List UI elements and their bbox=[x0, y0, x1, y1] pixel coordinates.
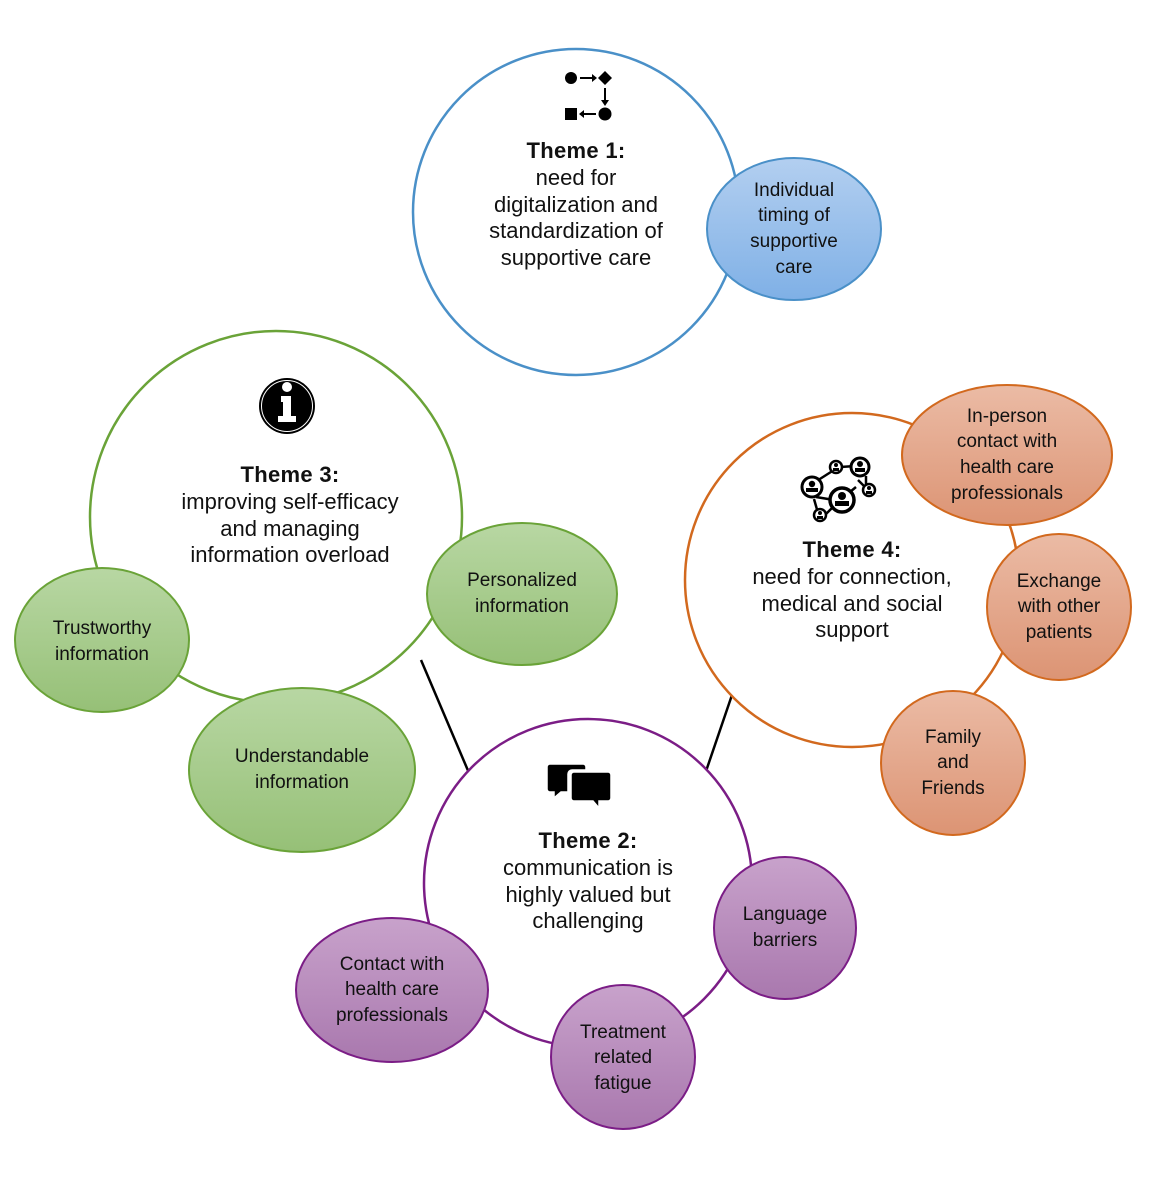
subtheme-text: with other bbox=[1017, 596, 1101, 618]
theme4-subtheme-label: Exchange with other patients bbox=[992, 566, 1126, 648]
flowchart-process-icon bbox=[565, 71, 612, 121]
subtheme-text: barriers bbox=[752, 930, 818, 951]
network-people-icon bbox=[800, 456, 877, 523]
theme2-description-line: highly valued but bbox=[505, 881, 671, 907]
subtheme-text: Treatment bbox=[580, 1021, 666, 1043]
theme3-description-line: improving self-efficacy bbox=[181, 488, 399, 514]
theme4-label: Theme 4: need for connection, medical an… bbox=[712, 537, 992, 644]
subtheme-text: health care bbox=[344, 979, 439, 1001]
theme2-subtheme-label: Treatment related fatigue bbox=[556, 1017, 690, 1099]
theme3-subtheme-label: Trustworthy information bbox=[20, 614, 184, 670]
information-icon bbox=[259, 378, 315, 434]
theme2-description-line: challenging bbox=[532, 908, 644, 934]
subtheme-text: Understandable bbox=[234, 746, 370, 768]
theme4-description-line: need for connection, bbox=[752, 563, 952, 589]
subtheme-text: Exchange bbox=[1016, 570, 1102, 592]
theme2-subtheme-bubble bbox=[550, 984, 696, 1130]
theme4-subtheme-label: In-person contact with health care profe… bbox=[912, 402, 1102, 508]
subtheme-text: health care bbox=[959, 457, 1054, 478]
theme4-title: Theme 4: bbox=[802, 537, 902, 562]
subtheme-text: fatigue bbox=[594, 1072, 652, 1094]
subtheme-text: information bbox=[55, 644, 149, 665]
theme3-subtheme-label: Personalized information bbox=[432, 566, 612, 622]
subtheme-text: Individual bbox=[753, 179, 835, 201]
subtheme-text: professionals bbox=[336, 1004, 448, 1026]
subtheme-text: Family bbox=[925, 726, 981, 748]
connector-theme3-theme2 bbox=[419, 659, 474, 781]
theme3-subtheme-bubble bbox=[14, 567, 190, 713]
subtheme-text: timing of bbox=[758, 205, 830, 227]
theme3-description-line: information overload bbox=[190, 542, 390, 568]
theme3-subtheme-label: Understandable information bbox=[200, 742, 404, 798]
theme2-subtheme-bubble bbox=[295, 917, 489, 1063]
subtheme-text: Contact with bbox=[339, 953, 445, 975]
theme3-title: Theme 3: bbox=[240, 462, 340, 487]
theme4-subtheme-label: Family and Friends bbox=[886, 722, 1020, 804]
theme4-subtheme-bubble bbox=[880, 690, 1026, 836]
subtheme-text: care bbox=[775, 256, 813, 278]
theme2-label: Theme 2: communication is highly valued … bbox=[458, 828, 718, 935]
theme3-description-line: and managing bbox=[220, 515, 360, 541]
theme3-subtheme-bubble bbox=[188, 687, 416, 853]
theme2-description-line: communication is bbox=[503, 854, 673, 880]
subtheme-text: information bbox=[475, 596, 569, 617]
theme4-description-line: medical and social bbox=[761, 590, 943, 616]
theme2-title: Theme 2: bbox=[538, 828, 638, 853]
theme4-description-line: support bbox=[815, 617, 889, 643]
subtheme-text: Language bbox=[742, 904, 828, 926]
theme2-subtheme-bubble bbox=[713, 856, 857, 1000]
theme1-description-line: need for bbox=[535, 164, 617, 190]
theme1-subtheme-bubble bbox=[706, 157, 882, 301]
theme2-subtheme-label: Contact with health care professionals bbox=[302, 949, 482, 1031]
subtheme-text: Trustworthy bbox=[52, 618, 152, 640]
theme1-description-line: supportive care bbox=[500, 245, 652, 271]
subtheme-text: patients bbox=[1025, 621, 1093, 643]
subtheme-text: contact with bbox=[956, 431, 1058, 453]
subtheme-text: professionals bbox=[951, 482, 1063, 504]
theme3-label: Theme 3: improving self-efficacy and man… bbox=[140, 462, 440, 569]
subtheme-text: Friends bbox=[921, 777, 985, 799]
subtheme-text: information bbox=[255, 772, 349, 793]
subtheme-text: Personalized bbox=[467, 570, 577, 592]
theme1-title: Theme 1: bbox=[526, 138, 626, 163]
theme2-subtheme-label: Language barriers bbox=[718, 900, 852, 956]
subtheme-text: In-person bbox=[966, 405, 1048, 427]
theme4-subtheme-bubble bbox=[986, 533, 1132, 681]
connector-theme4-theme2 bbox=[701, 691, 735, 781]
theme1-description-line: digitalization and bbox=[494, 191, 658, 217]
subtheme-text: supportive bbox=[750, 231, 838, 252]
theme1-description-line: standardization of bbox=[489, 218, 663, 244]
theme1-label: Theme 1: need for digitalization and sta… bbox=[456, 138, 696, 272]
theme3-subtheme-bubble bbox=[426, 522, 618, 666]
theme1-subtheme-label: Individual timing of supportive care bbox=[714, 176, 874, 282]
subtheme-text: related bbox=[593, 1047, 653, 1069]
subtheme-text: and bbox=[937, 752, 969, 774]
speech-bubbles-icon bbox=[546, 763, 612, 811]
theme4-subtheme-bubble bbox=[901, 384, 1113, 526]
